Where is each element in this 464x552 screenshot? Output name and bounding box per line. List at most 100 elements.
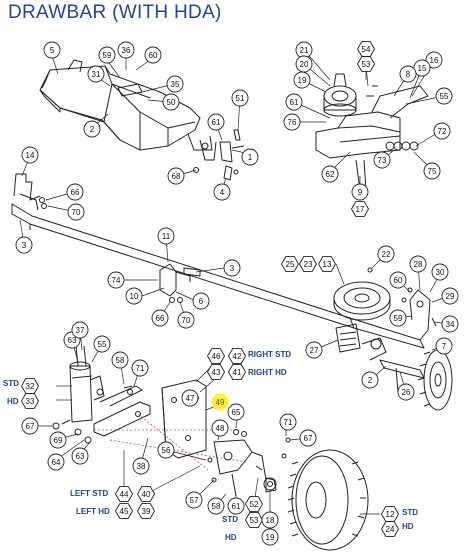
callout-6: 6 xyxy=(192,292,210,310)
callout-49: 49 xyxy=(211,393,229,411)
callout-number: 43 xyxy=(212,368,221,377)
callout-59: 59 xyxy=(98,46,116,64)
callout-balloon xyxy=(192,292,210,310)
callout-number: 70 xyxy=(182,316,191,325)
callout-47: 47 xyxy=(181,389,199,407)
callout-balloon xyxy=(136,503,156,519)
spare-wheel xyxy=(333,267,391,321)
callout-balloon xyxy=(350,201,370,217)
callout-number: 10 xyxy=(130,292,139,301)
callout-number: 5 xyxy=(50,46,55,55)
callout-balloon xyxy=(285,93,303,111)
callout-balloon xyxy=(211,393,229,411)
callout-number: 76 xyxy=(288,118,297,127)
callout-55: 55 xyxy=(435,87,453,105)
callout-29: 29 xyxy=(441,287,459,305)
callout-18: 18 xyxy=(261,511,279,529)
callout-number: 21 xyxy=(300,46,309,55)
callout-number: 67 xyxy=(304,434,313,443)
callout-number: 18 xyxy=(266,516,275,525)
callout-balloon xyxy=(244,496,264,512)
callout-67: 67 xyxy=(299,429,317,447)
callout-7: 7 xyxy=(435,337,453,355)
callout-number: 33 xyxy=(26,397,35,406)
callout-balloon xyxy=(49,431,67,449)
callout-balloon xyxy=(213,183,231,201)
callout-3: 3 xyxy=(15,236,33,254)
callout-number: 46 xyxy=(212,352,221,361)
callout-11: 11 xyxy=(157,227,175,245)
callout-number: 51 xyxy=(236,94,245,103)
callout-number: 41 xyxy=(233,368,242,377)
callout-number: 60 xyxy=(149,51,158,60)
callout-number: 7 xyxy=(442,342,447,351)
callout-71: 71 xyxy=(279,413,297,431)
label-left-std: LEFT STD xyxy=(70,489,109,498)
callout-balloon xyxy=(409,255,427,273)
callout-number: 59 xyxy=(394,314,403,323)
callout-balloon xyxy=(166,75,184,93)
spindle-arm xyxy=(207,429,291,497)
callout-balloon xyxy=(47,453,65,471)
callout-balloon xyxy=(280,256,300,272)
callout-17: 17 xyxy=(350,201,370,217)
callout-balloon xyxy=(380,521,400,537)
callout-balloon xyxy=(21,417,39,435)
callout-number: 63 xyxy=(68,336,77,345)
callout-number: 59 xyxy=(103,51,112,60)
callout-36: 36 xyxy=(117,41,135,59)
callout-61: 61 xyxy=(207,113,225,131)
callout-balloon xyxy=(93,335,111,353)
callout-balloon xyxy=(441,315,459,333)
callout-64: 64 xyxy=(47,453,65,471)
callout-number: 2 xyxy=(368,376,373,385)
callout-number: 32 xyxy=(26,382,35,391)
callout-number: 61 xyxy=(232,502,241,511)
callout-number: 3 xyxy=(230,264,235,273)
callout-number: 39 xyxy=(142,507,151,516)
callout-balloon xyxy=(413,59,431,77)
callout-number: 42 xyxy=(233,352,242,361)
callout-45: 45 xyxy=(114,503,134,519)
callout-13: 13 xyxy=(317,256,337,272)
callout-number: 53 xyxy=(362,60,371,69)
callout-1: 1 xyxy=(241,148,259,166)
callout-number: 56 xyxy=(162,446,171,455)
callout-16: 16 xyxy=(425,51,443,69)
callout-70: 70 xyxy=(67,203,85,221)
callout-10: 10 xyxy=(125,287,143,305)
callout-balloon xyxy=(181,389,199,407)
callout-5: 5 xyxy=(43,41,61,59)
label-std-left: STD xyxy=(3,379,19,388)
callout-number: 60 xyxy=(394,276,403,285)
callout-73: 73 xyxy=(373,151,391,169)
callout-number: 54 xyxy=(362,45,371,54)
callout-74: 74 xyxy=(107,271,125,289)
callout-balloon xyxy=(43,41,61,59)
callout-56: 56 xyxy=(157,441,175,459)
label-hd-left: HD xyxy=(7,397,19,406)
callout-50: 50 xyxy=(162,93,180,111)
callout-balloon xyxy=(117,41,135,59)
callout-number: 1 xyxy=(248,153,253,162)
callout-balloon xyxy=(293,71,311,89)
callout-balloon xyxy=(206,348,226,364)
callout-balloon xyxy=(244,512,264,528)
callout-balloon xyxy=(131,359,149,377)
label-right-hd: RIGHT HD xyxy=(248,368,287,377)
callout-68: 68 xyxy=(167,167,185,185)
callout-14: 14 xyxy=(21,146,39,164)
callout-22: 22 xyxy=(377,245,395,263)
callout-9: 9 xyxy=(351,183,369,201)
callout-number: 23 xyxy=(304,260,313,269)
callout-51: 51 xyxy=(231,89,249,107)
callout-75: 75 xyxy=(423,162,441,180)
callout-number: 29 xyxy=(446,292,455,301)
callout-number: 40 xyxy=(142,490,151,499)
callout-61: 61 xyxy=(285,93,303,111)
callout-number: 11 xyxy=(162,232,171,241)
callout-balloon xyxy=(144,46,162,64)
callout-72: 72 xyxy=(433,122,451,140)
callout-number: 19 xyxy=(298,76,307,85)
